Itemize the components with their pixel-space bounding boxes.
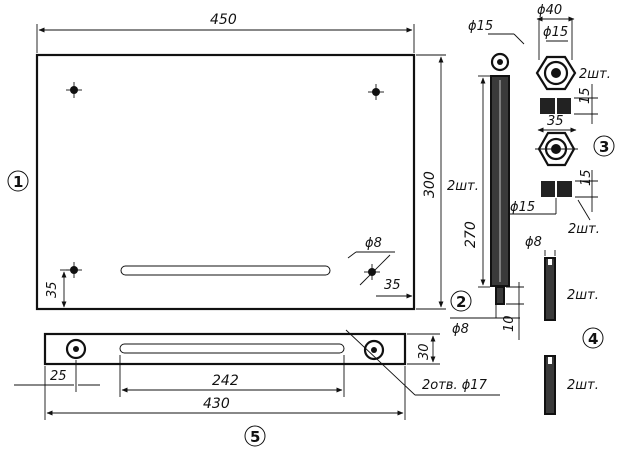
nut-outer-dia-label: ϕ40: [537, 3, 562, 18]
rod-end-dia-label: ϕ8: [452, 322, 469, 337]
part-1-label: 1: [7, 170, 29, 192]
plate-slot: [120, 265, 331, 276]
nut-1-side-view: 15: [540, 84, 598, 124]
plate-width-dimension: 450: [36, 12, 415, 53]
part-1-number: 1: [13, 173, 23, 191]
nut-2-top-view: [535, 131, 578, 167]
plate-height-dimension: 300: [416, 54, 446, 310]
rod-end-length-dimension: 10: [502, 282, 524, 340]
plate-hole-offset-dimension: 35: [45, 269, 72, 308]
plate-hole-side-offset-label: 35: [384, 278, 401, 293]
bar-total-length-dimension: 430: [46, 366, 406, 420]
bar-slot-length-dimension: 242: [119, 355, 345, 397]
bar-hole-right: [363, 339, 385, 361]
plate-hole-offset-label: 35: [45, 281, 60, 298]
rod-count-label: 2шт.: [447, 179, 479, 194]
part-5-label: 5: [244, 425, 266, 447]
nut-1-top-view: [535, 55, 577, 91]
bar-total-length-label: 430: [203, 396, 230, 412]
plate-hole-dia-callout: ϕ8: [347, 236, 395, 286]
pin-2: [544, 355, 556, 415]
rod-part: ϕ15 270 2шт. ϕ8 10 2: [447, 19, 525, 340]
plate-hole-dia-label: ϕ8: [365, 236, 382, 251]
nut-count-label: 2шт.: [579, 67, 611, 82]
bar-part: 30 25 242 430 2отв. ϕ17: [14, 329, 500, 447]
part-3-label: 3: [593, 135, 615, 157]
rod-top-dia-label: ϕ15: [468, 19, 493, 34]
pin-1: [544, 257, 556, 321]
bar-height-dimension: 30: [407, 333, 440, 365]
rod-length-label: 270: [463, 221, 479, 248]
bar-holes-note: 2отв. ϕ17: [422, 378, 488, 393]
plate-width-label: 450: [210, 12, 237, 28]
plate-outline: [35, 53, 416, 311]
part-4-number: 4: [588, 330, 598, 348]
nut-part: ϕ40 ϕ15 2шт. 15 35: [510, 3, 615, 237]
pin-count-label: 2шт.: [567, 288, 599, 303]
rod-length-dimension: 270 2шт.: [447, 75, 490, 288]
plate-hole-top-right: [368, 84, 384, 100]
plate-hole-top-left: [66, 82, 82, 98]
bar-outline: [43, 332, 407, 366]
part-5-number: 5: [250, 428, 260, 446]
nut-flat-label: 35: [547, 114, 564, 129]
plate-hole-bottom-right: [364, 264, 380, 280]
nut-inner-dia-label: ϕ15: [543, 25, 568, 40]
rod-end: [495, 286, 505, 305]
nut-2-side-view: 15: [541, 169, 598, 212]
bar-slot: [119, 343, 345, 354]
pin-part: ϕ8 2шт. 2шт. 4: [525, 235, 604, 415]
rod-end-dia-dimension: ϕ8: [450, 305, 520, 337]
pin-count-2-label: 2шт.: [567, 378, 599, 393]
plate-height-label: 300: [422, 171, 438, 198]
part-3-number: 3: [599, 138, 609, 156]
part-4-label: 4: [582, 327, 604, 349]
bar-holes-callout: 2отв. ϕ17: [345, 329, 500, 396]
pin-dia-label: ϕ8: [525, 235, 542, 250]
nut-height-2-label: 15: [579, 169, 594, 186]
part-2-label: 2: [450, 290, 472, 312]
nut-height-label: 15: [578, 87, 593, 104]
rod-top-view: [490, 52, 510, 72]
bar-height-label: 30: [417, 343, 432, 360]
bar-slot-length-label: 242: [212, 373, 239, 389]
bar-hole-offset-label: 25: [50, 369, 67, 384]
nut-count-2-label: 2шт.: [568, 222, 600, 237]
bar-hole-left: [65, 338, 87, 360]
part-2-number: 2: [456, 293, 466, 311]
plate-part: 450 300 35 ϕ8 35 1: [7, 12, 446, 311]
plate-hole-side-offset: 35: [376, 278, 413, 299]
bar-hole-offset-dimension: 25: [14, 360, 100, 420]
rod-end-length-label: 10: [502, 315, 517, 332]
nut-inner-dia-2-label: ϕ15: [510, 200, 535, 215]
